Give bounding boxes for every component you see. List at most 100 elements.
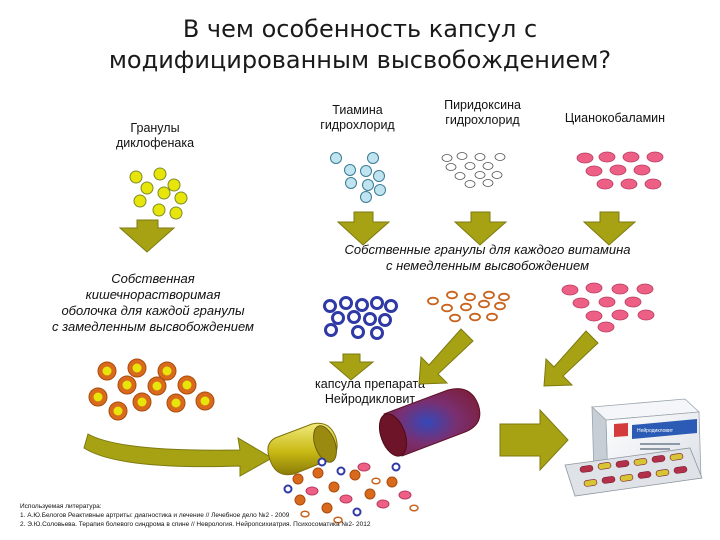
granule (167, 178, 181, 192)
granule (445, 163, 457, 171)
granule (585, 282, 603, 294)
granule (483, 290, 495, 300)
granule (376, 499, 390, 509)
granule (378, 313, 392, 327)
label-capsule: капсула препарата Нейродикловит (315, 377, 425, 406)
coated-granule (166, 393, 186, 413)
granule (321, 502, 333, 514)
slide-title: В чем особенность капсул с модифицирован… (0, 14, 720, 76)
coated-diclofenac-granules (88, 358, 215, 421)
granule (494, 153, 506, 161)
granule (611, 283, 629, 295)
granule (351, 325, 365, 339)
block-arrow-right-icon (499, 408, 569, 472)
coated-granule (177, 375, 197, 395)
coated-granule (157, 361, 177, 381)
granule (482, 179, 494, 187)
capsule-icon (267, 388, 481, 476)
granule (336, 466, 346, 476)
diclofenac-granules (129, 167, 188, 220)
granule (622, 151, 640, 163)
granule (572, 297, 590, 309)
coated-granule (97, 361, 117, 381)
granule (464, 292, 476, 302)
granule (330, 152, 342, 164)
granule (386, 476, 398, 488)
label-enteric-coating: Собственная кишечнорастворимая оболочка … (52, 271, 254, 334)
granule (140, 181, 154, 195)
granule (482, 162, 494, 170)
granule (597, 321, 615, 333)
granule (609, 164, 627, 176)
granule (169, 206, 183, 220)
granule (464, 162, 476, 170)
granule (344, 164, 356, 176)
block-arrow-down-icon (336, 211, 391, 246)
blister-pack-icon (564, 447, 703, 497)
granule (456, 152, 468, 160)
granule (464, 180, 476, 188)
block-arrow-down-icon (582, 211, 637, 246)
granule (611, 309, 629, 321)
granule (636, 283, 654, 295)
granule (174, 191, 188, 205)
granule (152, 203, 166, 217)
coated-granule (108, 401, 128, 421)
granule (153, 167, 167, 181)
granule (292, 473, 304, 485)
spilled-granules (283, 457, 419, 524)
coated-granule (195, 391, 215, 411)
granule (339, 494, 353, 504)
granule (347, 310, 361, 324)
granule (576, 152, 594, 164)
granule (494, 301, 506, 311)
granule (373, 170, 385, 182)
granule (370, 296, 384, 310)
granule (357, 462, 371, 472)
title-line-1: В чем особенность капсул с (182, 15, 538, 43)
granule (324, 323, 338, 337)
coated-granule (147, 376, 167, 396)
granule (339, 296, 353, 310)
granule (596, 178, 614, 190)
granule (449, 313, 461, 323)
title-line-2: модифицированным высвобождением? (108, 46, 612, 74)
pyridoxine-own-granules (427, 290, 510, 323)
granule (491, 171, 503, 179)
granule (328, 481, 340, 493)
granule (360, 191, 372, 203)
granule (486, 312, 498, 322)
granule (498, 292, 510, 302)
coated-granule (117, 375, 137, 395)
granule (363, 312, 377, 326)
granule (157, 186, 171, 200)
granule (352, 507, 362, 517)
coated-granule (132, 392, 152, 412)
granule (469, 312, 481, 322)
granule (312, 467, 324, 479)
thiamine-granules (330, 152, 386, 203)
granule (133, 194, 147, 208)
granule (409, 504, 419, 512)
granule (283, 484, 293, 494)
granule (585, 310, 603, 322)
pyridoxine-granules (441, 152, 506, 188)
granule (364, 488, 376, 500)
granule (360, 165, 372, 177)
references-heading: Используемая литература: (20, 503, 102, 510)
granule (427, 296, 439, 306)
granule (129, 170, 143, 184)
granule (317, 457, 327, 467)
granule (598, 151, 616, 163)
block-arrow-curved-icon (83, 433, 274, 477)
block-arrow-diagonal-icon (418, 328, 474, 385)
granule (345, 177, 357, 189)
granule (384, 299, 398, 313)
block-arrow-down-icon (453, 211, 508, 246)
granule (598, 296, 616, 308)
granule (300, 510, 310, 518)
granule (446, 290, 458, 300)
granule (644, 178, 662, 190)
label-own-granules: Собственные гранулы для каждого витамина… (344, 242, 631, 273)
